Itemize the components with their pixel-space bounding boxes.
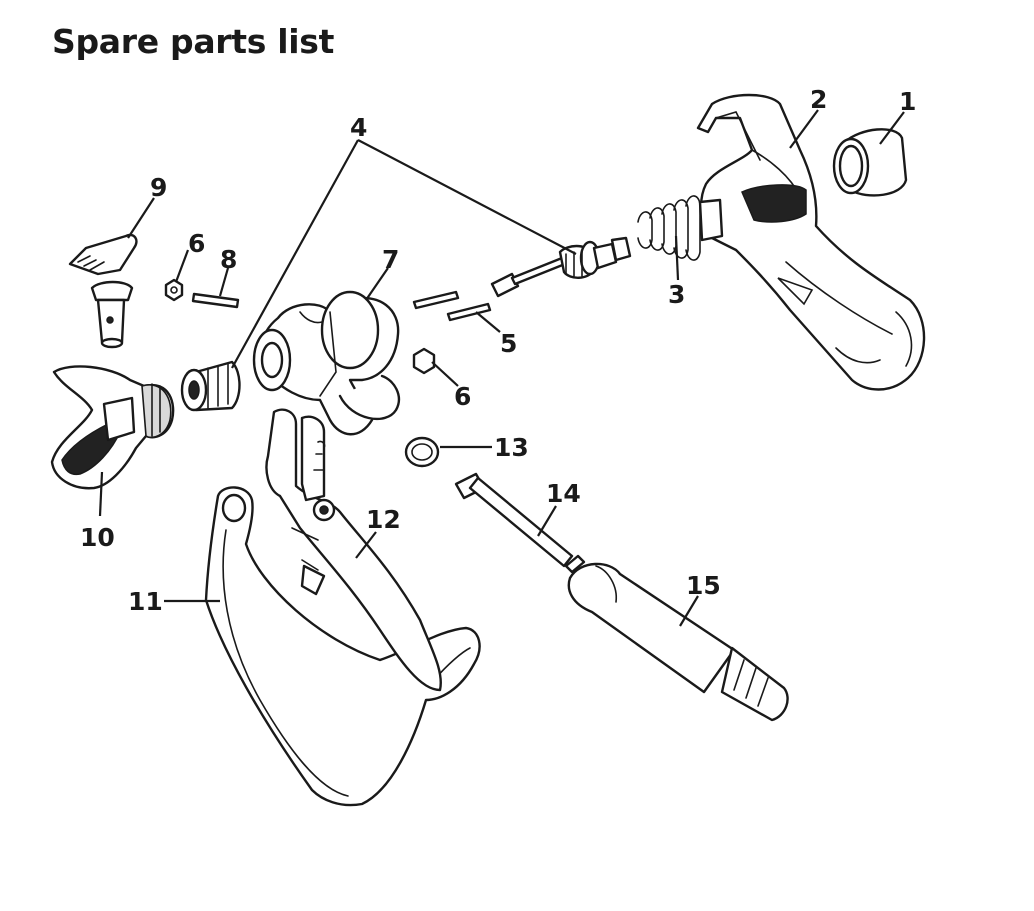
part-12-trigger bbox=[265, 408, 442, 692]
part-6-nut-a bbox=[164, 278, 184, 302]
part-4-valve-needle bbox=[490, 236, 632, 298]
callout-5: 5 bbox=[500, 329, 517, 358]
callout-15: 15 bbox=[686, 571, 721, 600]
callout-13: 13 bbox=[494, 433, 529, 462]
leader-lines bbox=[98, 109, 905, 627]
part-5-pins bbox=[412, 290, 492, 322]
part-4-seal bbox=[180, 360, 241, 412]
callout-8: 8 bbox=[220, 245, 237, 274]
callout-2: 2 bbox=[810, 85, 827, 114]
part-14-filter-tube bbox=[454, 472, 586, 574]
part-8-pin bbox=[191, 292, 240, 309]
part-7-head-housing bbox=[252, 290, 401, 436]
part-11-trigger-guard bbox=[204, 486, 481, 807]
callout-6-a: 6 bbox=[188, 229, 205, 258]
page-title: Spare parts list bbox=[52, 22, 335, 61]
part-9-spray-tip bbox=[68, 233, 138, 349]
callout-1: 1 bbox=[899, 87, 916, 116]
part-6-nut-b bbox=[412, 347, 436, 375]
part-15-filter-housing bbox=[567, 562, 789, 722]
callout-3: 3 bbox=[668, 280, 685, 309]
callout-6-b: 6 bbox=[454, 382, 471, 411]
part-3-spring bbox=[637, 195, 724, 261]
part-13-o-ring bbox=[404, 436, 440, 468]
callout-14: 14 bbox=[546, 479, 581, 508]
part-10-tip-guard bbox=[50, 365, 175, 490]
callout-7: 7 bbox=[382, 245, 399, 274]
callout-11: 11 bbox=[128, 587, 163, 616]
part-2-gun-body bbox=[696, 93, 926, 391]
callout-labels: 1 2 3 4 5 6 6 7 8 9 10 11 12 13 14 15 bbox=[80, 85, 916, 616]
callout-9: 9 bbox=[150, 173, 167, 202]
callout-12: 12 bbox=[366, 505, 401, 534]
callout-4: 4 bbox=[350, 113, 367, 142]
part-1-end-cap bbox=[832, 128, 908, 197]
callout-10: 10 bbox=[80, 523, 115, 552]
